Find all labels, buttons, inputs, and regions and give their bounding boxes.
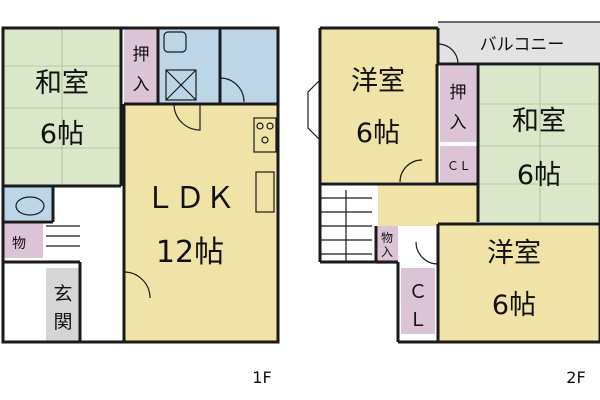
cl-small-2f [440,146,478,182]
washitsu-2f [478,66,600,222]
storage-1f [3,222,43,258]
cl-small-name: ＣＬ [447,159,471,173]
bath-1f [220,28,278,104]
stair-2f [320,190,372,262]
yoshitsu-a-size: 6帖 [356,118,400,149]
storage-1f-name: 物 [12,236,26,252]
ldk-name: ＬＤＫ [145,181,235,216]
hall-2f [378,184,478,226]
storage-2f-line2: 入 [381,245,393,259]
cl-tall-line2: Ｌ [408,309,427,331]
oshiire-2f-line1: 押 [450,83,467,103]
balcony-name: バルコニー [480,35,565,55]
bathtub-fixture [165,69,197,101]
washitsu-2f-size: 6帖 [517,160,561,191]
tatami-grid-1f [3,28,121,186]
oshiire-1f-line2: 入 [133,75,150,95]
tatami-grid-2f [478,66,600,222]
floor-1-plan: 和室 6帖 押 入 ＬＤＫ 12帖 物 玄 関 1F [1,26,280,387]
sink-fixture [163,31,187,53]
genkan-name-1: 玄 [53,283,72,305]
storage-2f-line1: 物 [381,231,393,245]
oshiire-2f-line2: 入 [450,113,467,133]
washitsu-1f-size: 6帖 [40,119,84,150]
ldk-size: 12帖 [156,235,224,270]
stove-fixture [253,117,277,153]
oshiire-1f-line1: 押 [133,45,150,65]
cl-tall-2f [401,268,435,334]
yoshitsu-b-name: 洋室 [487,238,541,269]
storage-2f [376,226,398,264]
genkan-name-2: 関 [53,311,72,333]
floor-2-plan: 洋室 6帖 バルコニー 押 入 和室 6帖 ＣＬ 物 入 洋室 6帖 Ｃ Ｌ 2… [307,21,600,387]
washitsu-2f-name: 和室 [512,106,566,137]
yoshitsu-b-size: 6帖 [492,290,536,321]
yoshitsu-b-2f [438,226,600,342]
stair-1f [46,225,80,247]
cl-tall-line1: Ｃ [408,281,427,303]
yoshitsu-a-name: 洋室 [351,66,405,97]
washitsu-1f-name: 和室 [35,68,89,99]
floor-1-label: 1F [252,368,271,387]
floor-2-label: 2F [566,368,585,387]
ldk-1f [124,104,278,342]
balcony-2f [438,22,600,64]
toilet-fixture [15,196,45,216]
oshiire-1f [124,28,158,104]
kitchen-counter [255,171,275,213]
washroom-1f [158,28,220,104]
yoshitsu-a-2f [320,28,437,182]
oshiire-2f [440,66,476,142]
genkan-1f [46,268,80,342]
